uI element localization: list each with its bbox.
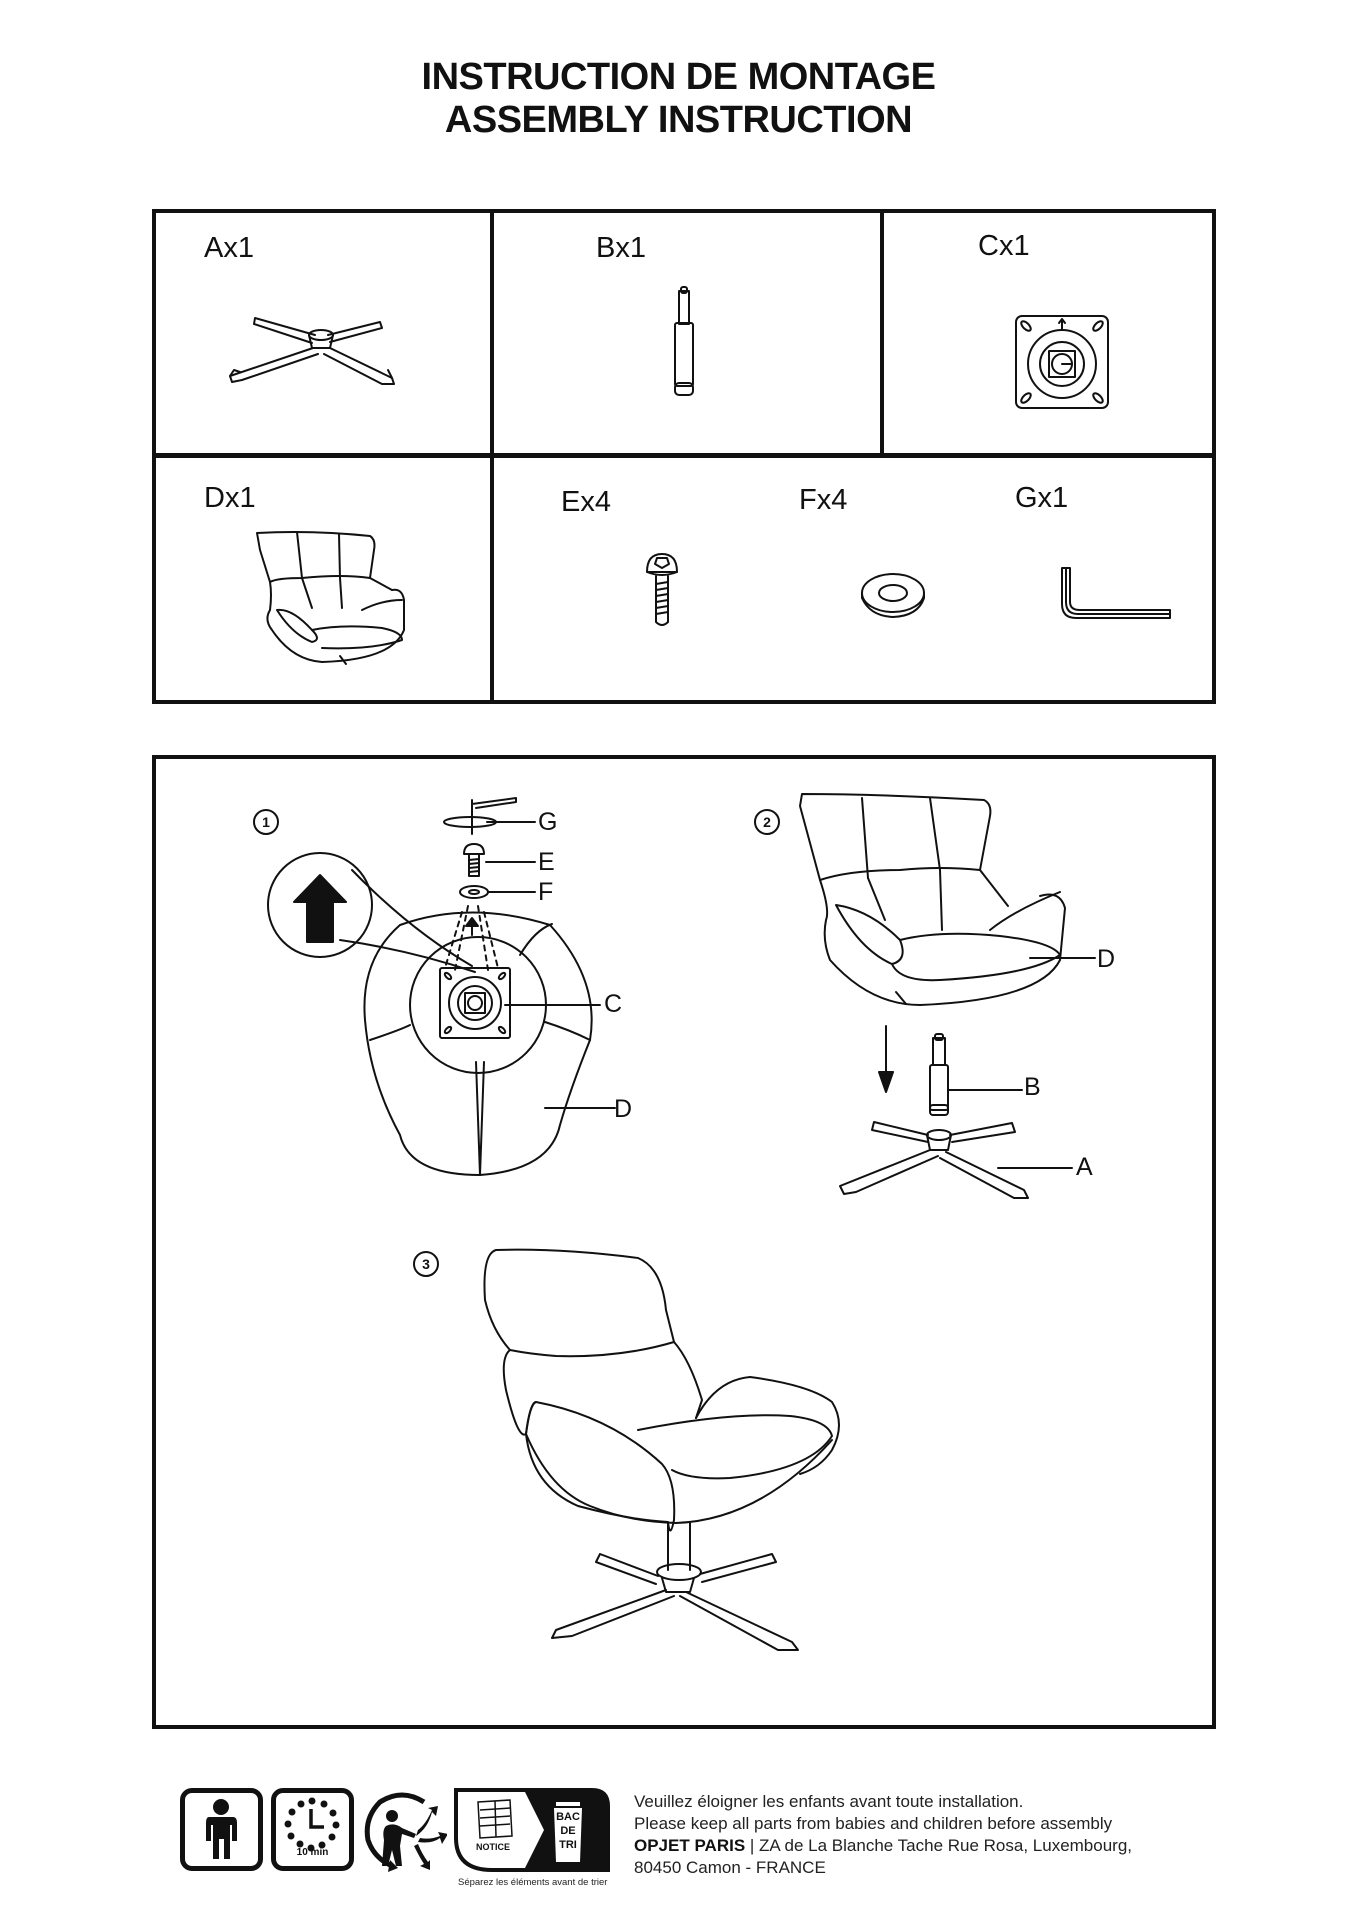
seat-shell-icon xyxy=(799,793,1066,1006)
gas-cylinder-icon xyxy=(929,1033,949,1116)
footer-info: Veuillez éloigner les enfants avant tout… xyxy=(634,1791,1132,1879)
triman-recycle-icon xyxy=(364,1792,447,1872)
star-base-icon xyxy=(839,1121,1029,1199)
screw-icon xyxy=(463,843,485,877)
bac-de-tri-label: BAC DE TRI xyxy=(556,1810,580,1852)
assembled-chair-illustration xyxy=(483,1248,840,1651)
allen-key-icon xyxy=(443,797,517,835)
warning-fr: Veuillez éloigner les enfants avant tout… xyxy=(634,1792,1024,1811)
step-number-1: 1 xyxy=(253,809,279,835)
step-number-3: 3 xyxy=(413,1251,439,1277)
screw-icon xyxy=(646,553,678,626)
callout-e: E xyxy=(538,848,555,876)
parts-col-divider-2 xyxy=(880,209,884,456)
sort-notice-badge: NOTICE BAC DE TRI xyxy=(452,1788,612,1873)
part-label-e: Ex4 xyxy=(561,486,611,518)
assembly-steps-panel xyxy=(152,755,1216,1729)
address-line-2: 80450 Camon - FRANCE xyxy=(634,1858,826,1877)
callout-b: B xyxy=(1024,1073,1041,1101)
step2-illustration xyxy=(799,793,1096,1199)
company-name: OPJET PARIS xyxy=(634,1836,746,1855)
step-number-2: 2 xyxy=(754,809,780,835)
callout-c: C xyxy=(604,990,623,1018)
part-label-a: Ax1 xyxy=(204,232,254,264)
part-label-b: Bx1 xyxy=(596,232,646,264)
callout-d: D xyxy=(1097,945,1116,973)
part-label-f: Fx4 xyxy=(799,484,848,516)
notice-label: NOTICE xyxy=(476,1842,511,1852)
star-base-icon xyxy=(229,317,395,385)
allen-key-icon xyxy=(1061,567,1171,619)
bin-text-2: DE xyxy=(560,1825,576,1837)
step1-illustration xyxy=(267,797,616,1176)
seat-shell-icon xyxy=(256,531,405,665)
washer-icon xyxy=(459,885,489,899)
sort-caption: Séparez les éléments avant de trier xyxy=(458,1877,608,1888)
parts-row-divider xyxy=(152,453,1216,458)
page-title-en: ASSEMBLY INSTRUCTION xyxy=(444,99,913,141)
assembly-time-icon: 10 min xyxy=(271,1788,354,1871)
page-title-fr: INSTRUCTION DE MONTAGE xyxy=(421,56,936,98)
callout-g: G xyxy=(538,808,558,836)
company-address: OPJET PARIS | ZA de La Blanche Tache Rue… xyxy=(634,1835,1132,1857)
part-label-c: Cx1 xyxy=(978,230,1030,262)
callout-f: F xyxy=(538,878,554,906)
address-line-1: ZA de La Blanche Tache Rue Rosa, Luxembo… xyxy=(759,1836,1133,1855)
gas-cylinder-icon xyxy=(674,286,694,396)
bin-text-1: BAC xyxy=(556,1811,580,1823)
separator: | xyxy=(745,1836,760,1855)
assembly-time-label: 10 min xyxy=(296,1847,329,1858)
bin-text-3: TRI xyxy=(559,1839,577,1851)
warning-en: Please keep all parts from babies and ch… xyxy=(634,1814,1113,1833)
part-label-g: Gx1 xyxy=(1015,482,1069,514)
callout-a: A xyxy=(1076,1153,1093,1181)
washer-icon xyxy=(861,573,925,618)
one-person-icon xyxy=(180,1788,263,1871)
callout-d: D xyxy=(614,1095,633,1123)
parts-col-divider-1 xyxy=(490,209,494,704)
part-label-d: Dx1 xyxy=(204,482,256,514)
swivel-plate-icon xyxy=(1015,315,1109,409)
